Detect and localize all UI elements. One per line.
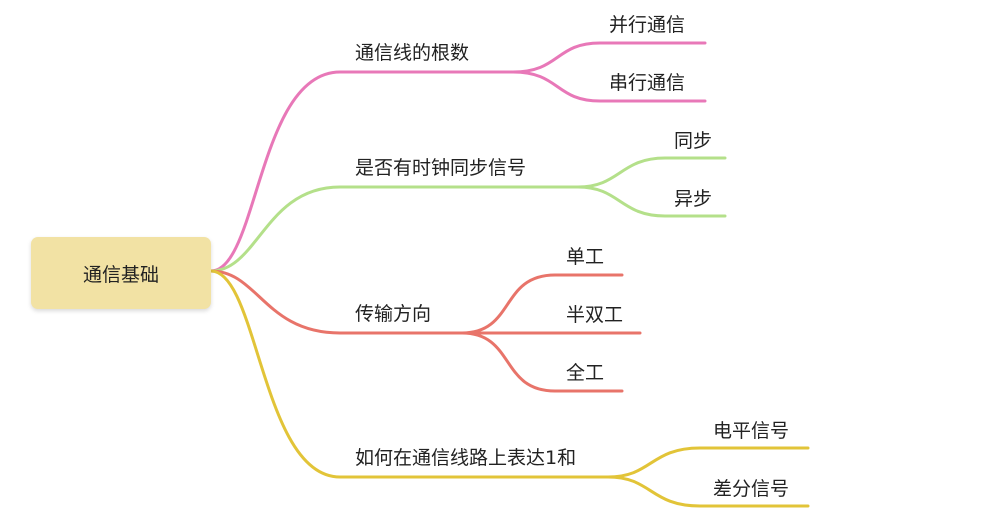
leaf-sync-label[interactable]: 同步 <box>674 130 713 152</box>
leaf-full-duplex-label[interactable]: 全工 <box>566 362 605 384</box>
edge-clock-sync-to-sync <box>576 156 727 189</box>
leaf-half-duplex-label[interactable]: 半双工 <box>566 304 624 326</box>
edge-root-to-branch-wire-count <box>209 70 515 273</box>
branch-clock-sync-label[interactable]: 是否有时钟同步信号 <box>355 157 527 179</box>
branch-direction-label[interactable]: 传输方向 <box>355 303 432 325</box>
edge-direction-to-full-duplex <box>460 331 624 393</box>
edge-root-to-branch-direction <box>209 269 464 335</box>
edge-signal-to-level <box>606 446 810 479</box>
edge-root-to-branch-clock-sync <box>209 185 580 273</box>
leaf-serial-label[interactable]: 串行通信 <box>609 72 686 94</box>
edge-wire-count-to-parallel <box>511 41 707 74</box>
leaf-level-signal-label[interactable]: 电平信号 <box>713 420 790 442</box>
root-node-label: 通信基础 <box>82 263 159 286</box>
edge-clock-sync-to-async <box>576 185 727 218</box>
edge-root-to-branch-signal <box>209 269 610 479</box>
leaf-simplex-label[interactable]: 单工 <box>566 246 605 268</box>
edge-wire-count-to-serial <box>511 70 707 103</box>
edge-direction-to-simplex <box>460 273 624 335</box>
branch-signal-label[interactable]: 如何在通信线路上表达1和 <box>355 447 577 469</box>
leaf-async-label[interactable]: 异步 <box>674 188 713 210</box>
leaf-parallel-label[interactable]: 并行通信 <box>609 14 686 36</box>
branch-wire-count-label[interactable]: 通信线的根数 <box>355 42 470 64</box>
root-node[interactable]: 通信基础 <box>31 237 211 309</box>
edge-signal-to-differential <box>606 475 810 508</box>
leaf-diff-signal-label[interactable]: 差分信号 <box>713 478 790 500</box>
